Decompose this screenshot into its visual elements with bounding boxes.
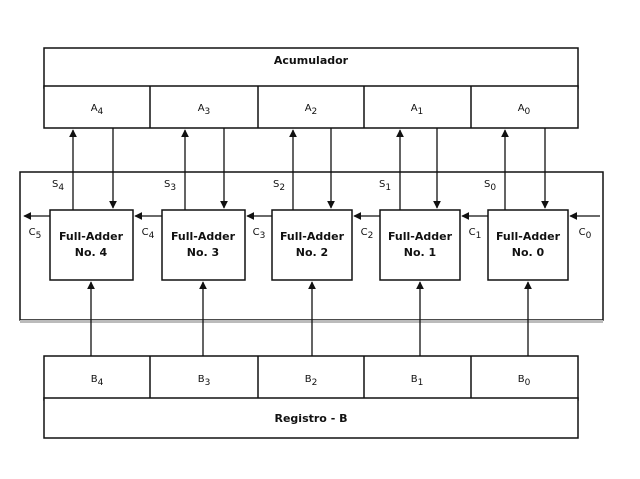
sum-label-s0: S0 [484, 179, 496, 193]
accumulator-connections [69, 128, 549, 210]
carry-label-c4: C4 [142, 227, 155, 241]
accumulator-cell-a0: A0 [518, 103, 531, 117]
full-adder-number: No. 3 [187, 246, 219, 259]
full-adder-box [161, 209, 246, 281]
full-adder-box [379, 209, 461, 281]
sum-label-s1: S1 [379, 179, 391, 193]
carry-label-c0: C0 [579, 227, 592, 241]
accumulator-cell-a3: A3 [198, 103, 211, 117]
register-b-cell-b0: B0 [518, 374, 531, 388]
register-b-title-box [43, 397, 579, 439]
full-adder-label: Full-Adder [388, 230, 453, 243]
accumulator-title: Acumulador [274, 54, 349, 67]
accumulator-register: Acumulador A4 A3 A2 A1 A0 [43, 47, 579, 129]
sum-label-s3: S3 [164, 179, 176, 193]
full-adder-label: Full-Adder [280, 230, 345, 243]
carry-label-c5: C5 [29, 227, 42, 241]
register-b-title: Registro - B [275, 412, 348, 425]
full-adder-number: No. 0 [512, 246, 545, 259]
carry-label-c1: C1 [469, 227, 482, 241]
sum-label-s2: S2 [273, 179, 285, 193]
full-adder-number: No. 2 [296, 246, 328, 259]
register-b-cell-b2: B2 [305, 374, 318, 388]
register-b-cell-b4: B4 [91, 374, 104, 388]
full-adder-label: Full-Adder [59, 230, 124, 243]
full-adder-label: Full-Adder [496, 230, 561, 243]
full-adder-number: No. 1 [404, 246, 436, 259]
full-adder-box [49, 209, 134, 281]
full-adder-number: No. 4 [75, 246, 108, 259]
full-adder-box [271, 209, 353, 281]
register-b-connections [87, 281, 532, 356]
full-adder-4: Full-Adder No. 4 [49, 209, 134, 281]
sum-label-s4: S4 [52, 179, 64, 193]
accumulator-title-box [43, 47, 579, 89]
full-adder-0: Full-Adder No. 0 [487, 209, 569, 281]
full-adder-2: Full-Adder No. 2 [271, 209, 353, 281]
accumulator-cell-a1: A1 [411, 103, 424, 117]
full-adder-box [487, 209, 569, 281]
accumulator-cell-a4: A4 [91, 103, 104, 117]
full-adder-3: Full-Adder No. 3 [161, 209, 246, 281]
accumulator-cell-a2: A2 [305, 103, 318, 117]
full-adder-1: Full-Adder No. 1 [379, 209, 461, 281]
full-adder-label: Full-Adder [171, 230, 236, 243]
register-b-cell-b1: B1 [411, 374, 424, 388]
carry-label-c2: C2 [361, 227, 374, 241]
accumulator-cells-box [43, 85, 579, 129]
carry-label-c3: C3 [253, 227, 266, 241]
register-b-cell-b3: B3 [198, 374, 211, 388]
register-b-cells-box [43, 355, 579, 401]
register-b: B4 B3 B2 B1 B0 Registro - B [43, 355, 579, 439]
